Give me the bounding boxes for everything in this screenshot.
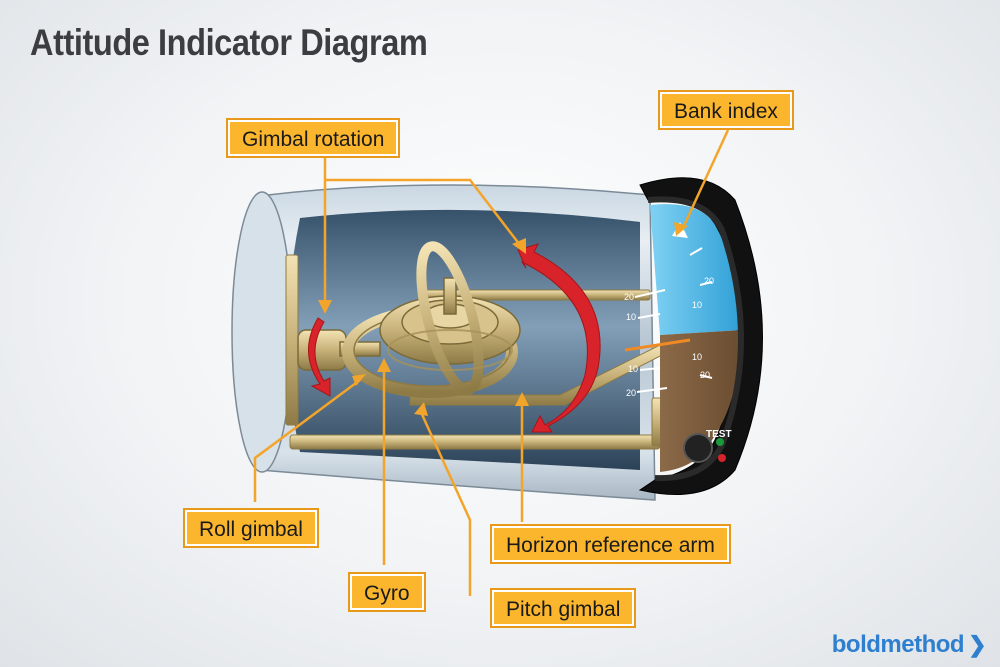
dial-label-2: 10 <box>692 300 702 310</box>
callout-bank-index: Bank index <box>658 90 794 130</box>
callout-gyro: Gyro <box>348 572 426 612</box>
logo-text: boldmethod <box>831 631 965 658</box>
pitch-label-1: 20 <box>624 292 634 302</box>
pitch-scale-labels: 20 10 10 20 <box>624 292 638 398</box>
page-title: Attitude Indicator Diagram <box>30 22 428 63</box>
pitch-label-3: 10 <box>628 364 638 374</box>
callout-gimbal-rotation: Gimbal rotation <box>226 118 401 158</box>
dial-labels: 20 10 10 20 TEST <box>692 276 732 440</box>
brand-logo: boldmethod❯ <box>831 631 987 659</box>
pitch-label-4: 20 <box>626 388 636 398</box>
leader-arrowheads <box>318 222 688 416</box>
callout-roll-gimbal: Roll gimbal <box>183 508 319 548</box>
callout-pitch-gimbal: Pitch gimbal <box>490 588 637 628</box>
instrument-face <box>638 177 763 495</box>
pitch-scale <box>624 289 691 393</box>
dial-label-3: 10 <box>692 352 702 362</box>
test-knob <box>683 433 713 463</box>
dial-label-4: 20 <box>700 370 710 380</box>
rotation-arrows <box>308 243 601 433</box>
chevron-right-icon: ❯ <box>968 632 986 657</box>
leader-lines <box>253 129 730 596</box>
test-label: TEST <box>706 429 732 440</box>
dial-label-1: 20 <box>704 276 714 286</box>
callout-horizon-reference-arm: Horizon reference arm <box>490 524 731 564</box>
pitch-label-2: 10 <box>626 312 636 322</box>
